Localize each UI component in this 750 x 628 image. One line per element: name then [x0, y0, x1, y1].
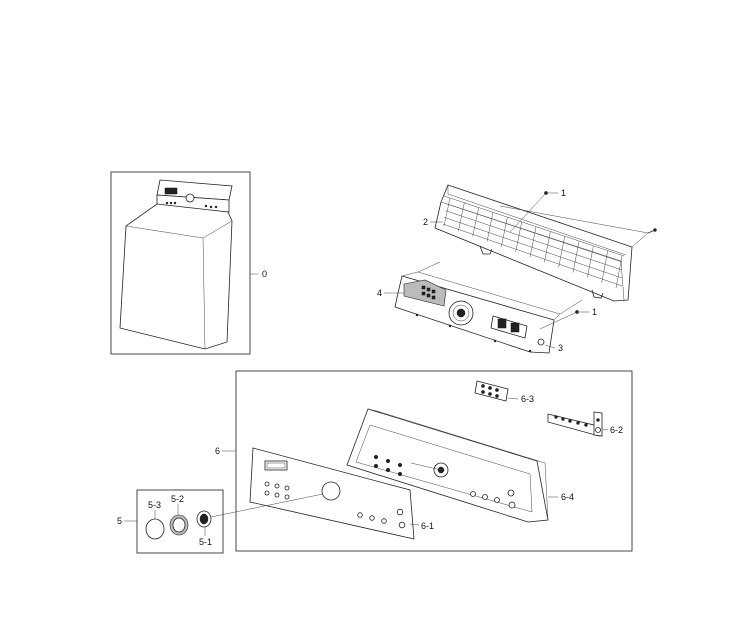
frame-rib-horizontal	[445, 210, 623, 271]
frame-rib-vertical	[486, 212, 494, 242]
control-panel-group: 6 6-3 6-2	[215, 370, 633, 552]
frame-rib-vertical	[601, 251, 608, 283]
callout-6-4: 6-4	[561, 492, 574, 502]
washer-assembly-frame	[110, 171, 251, 355]
knob-ring-5-2	[169, 514, 189, 536]
front-panel-6-1	[249, 447, 415, 540]
callout-5-3: 5-3	[148, 500, 161, 510]
frame-rib-vertical	[515, 222, 522, 252]
knob-5-1	[196, 510, 212, 528]
callout-1-top: 1	[561, 188, 566, 198]
callout-4: 4	[377, 288, 382, 298]
frame-bottom-clips	[479, 245, 604, 299]
callout-5: 5	[117, 516, 122, 526]
callout-0: 0	[262, 269, 267, 279]
control-frame-group: 1 2	[423, 184, 657, 302]
button-set-6-2	[547, 411, 603, 437]
frame-rib-vertical	[458, 202, 465, 232]
callout-1-lower: 1	[592, 307, 597, 317]
control-panel-frame	[434, 184, 633, 302]
button-set-6-3	[474, 380, 509, 402]
callout-6: 6	[215, 446, 220, 456]
washer-assembly-group: 0	[110, 171, 267, 355]
callout-3: 3	[558, 343, 563, 353]
callout-6-1: 6-1	[421, 521, 434, 531]
frame-rib-vertical	[544, 231, 551, 263]
frame-rib-horizontal	[444, 217, 623, 279]
frame-rib-vertical	[615, 255, 623, 289]
frame-rib-horizontal	[446, 203, 623, 263]
frame-rib-vertical	[443, 197, 451, 227]
knob-frame-box	[136, 489, 224, 554]
pcb-assembly-group: 4 1 3	[377, 261, 597, 354]
frame-rib-vertical	[572, 241, 580, 273]
callout-6-2: 6-2	[610, 425, 623, 435]
callout-5-2: 5-2	[171, 494, 184, 504]
callout-6-3: 6-3	[521, 394, 534, 404]
frame-rib-vertical	[587, 246, 594, 278]
callout-5-1: 5-1	[199, 537, 212, 547]
pcb-board	[394, 271, 561, 354]
knob-cap-5-3	[145, 518, 165, 540]
frame-rib-vertical	[472, 207, 479, 237]
frame-rib-vertical	[558, 236, 565, 268]
washer-cabinet	[119, 179, 233, 350]
frame-grid-ribs	[442, 197, 623, 289]
frame-rib-horizontal	[442, 223, 623, 287]
frame-rib-vertical	[501, 217, 508, 247]
frame-rib-vertical	[529, 226, 537, 258]
knob-leader-line	[210, 493, 324, 518]
control-panel-frame-box	[235, 370, 633, 552]
callout-2: 2	[423, 217, 428, 227]
knob-group: 5 5-3 5-2 5-1	[117, 489, 324, 554]
